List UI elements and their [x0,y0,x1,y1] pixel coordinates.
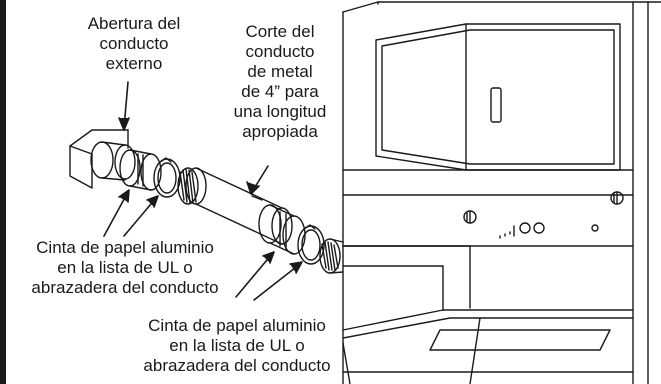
metal-duct-line-6: apropiada [242,122,318,141]
foil-tape-1-line-1: Cinta de papel aluminio [36,238,214,257]
diagram-canvas: Abertura del conducto externo Corte del … [6,0,661,384]
foil-tape-1-line-2: en la lista de UL o [57,258,193,277]
dial-a [519,222,531,234]
vent-opening-label: Abertura del conducto externo [78,14,190,74]
foil-tape-2-line-3: abrazadera del conducto [143,356,331,375]
vent-opening-line-3: externo [105,54,163,73]
foil-tape-1-line-3: abrazadera del conducto [31,278,219,297]
metal-duct-line-1: Corte del [245,22,315,41]
vent-opening-line-2: conducto [99,34,169,53]
arrow-tape2-b [253,263,301,301]
foil-tape-label-2: Cinta de papel aluminio en la lista de U… [118,316,356,376]
vent-opening-line-1: Abertura del [87,14,181,33]
stacked-laundry-unit [342,1,661,384]
wall-vent-opening [69,129,136,189]
arrow-tape1-b [123,197,157,237]
foil-tape-2-line-1: Cinta de papel aluminio [148,316,326,335]
unit-side-coupling [258,204,344,274]
door-handle [490,87,502,123]
dial-b [533,222,545,234]
arrow-tape2-a [235,253,273,298]
metal-duct [177,167,293,245]
small-button [591,224,599,232]
leader-arrows [103,81,303,301]
installation-drawing [69,1,661,384]
metal-duct-line-5: una longitud [233,102,327,121]
washer-lid [429,329,611,351]
metal-duct-label: Corte del conducto de metal de 4” para u… [214,22,346,142]
metal-duct-line-3: de metal [247,62,313,81]
wall-side-coupling [119,149,181,198]
metal-duct-line-2: conducto [245,42,315,61]
dryer-door [375,23,621,171]
metal-duct-line-4: de 4” para [241,82,319,101]
foil-tape-2-line-2: en la lista de UL o [169,336,305,355]
foil-tape-label-1: Cinta de papel aluminio en la lista de U… [6,238,244,298]
